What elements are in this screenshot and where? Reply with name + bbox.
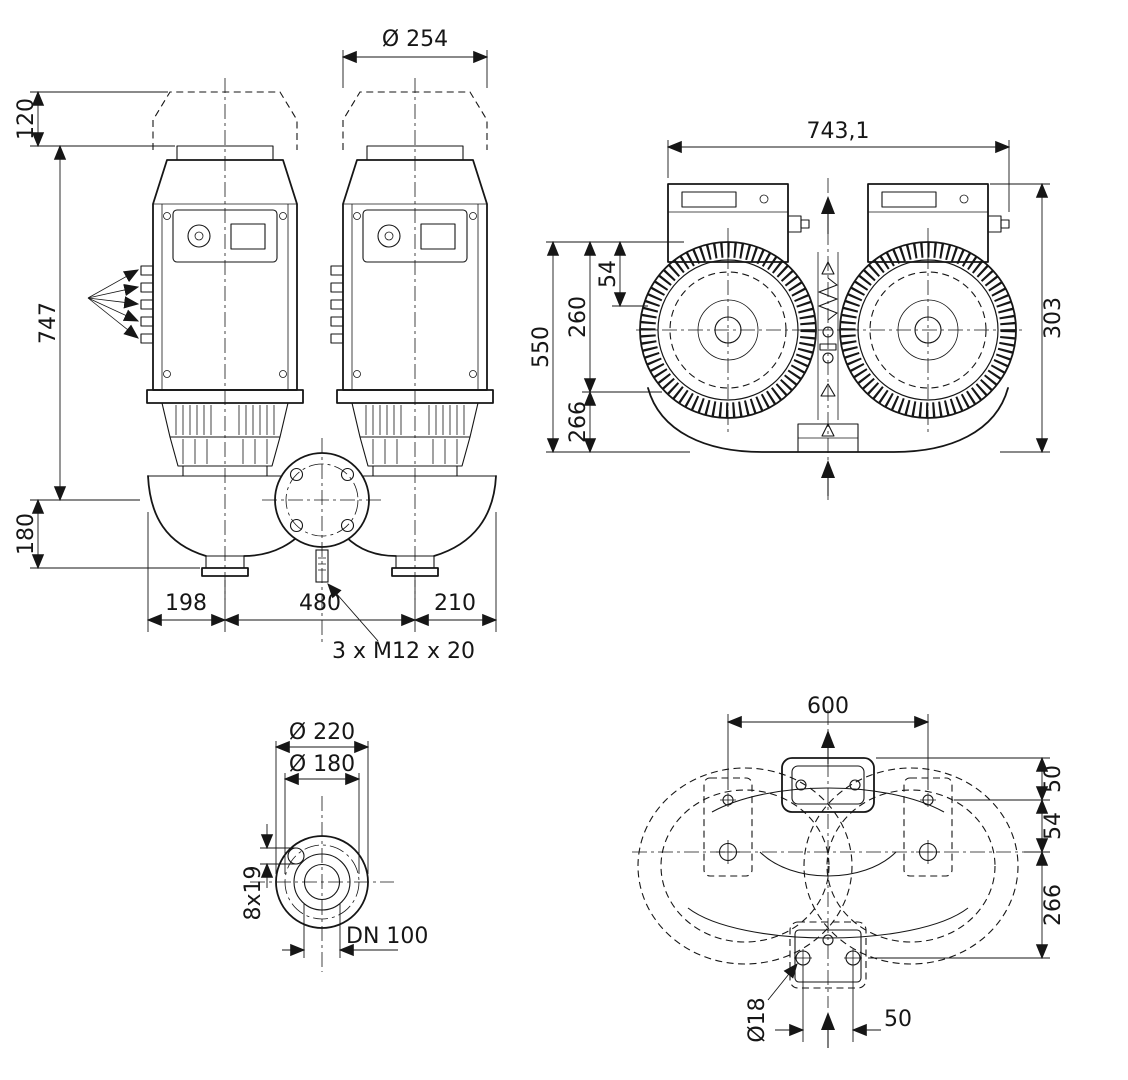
dim-label-210: 210 (434, 591, 476, 616)
dim-label-dia18: Ø18 (745, 997, 770, 1042)
flow-arrows-plan-view (821, 730, 835, 1048)
front-view: Ø 254 120 747 180 198 480 210 (14, 27, 498, 664)
plan-hidden-outline (637, 767, 1019, 965)
dim-label-747: 747 (36, 302, 61, 344)
flange-bolt-hole (287, 847, 305, 865)
dim-label-flange-180: Ø 180 (289, 752, 355, 777)
front-centerlines (224, 78, 416, 645)
dim-label-220: Ø 220 (289, 720, 355, 745)
foot-pad-right (903, 777, 953, 877)
top-view-dimensions: 743,1 303 550 260 266 54 (529, 119, 1066, 454)
dim-label-8x19: 8x19 (241, 865, 266, 920)
dim-label-50-right: 50 (1041, 765, 1066, 793)
cable-glands (140, 265, 344, 344)
dim-label-7431: 743,1 (807, 119, 870, 144)
dim-label-254: Ø 254 (382, 27, 448, 52)
dim-label-600: 600 (807, 694, 849, 719)
dim-label-480: 480 (299, 591, 341, 616)
plan-view: 600 50 54 266 50 Ø18 (632, 694, 1066, 1048)
front-dimensions: Ø 254 120 747 180 198 480 210 (14, 27, 498, 664)
dim-label-54-top: 54 (596, 260, 621, 288)
dim-label-180: 180 (14, 513, 39, 555)
plan-centerlines (632, 710, 1024, 1008)
bolt-note-label: 3 x M12 x 20 (332, 639, 475, 664)
flange-centerlines (250, 796, 394, 972)
changeover-flap-spring (817, 252, 839, 437)
dim-label-dn100: DN 100 (346, 924, 428, 949)
gland-pointer-arrows (87, 269, 140, 339)
top-view-centerlines (636, 178, 1022, 500)
dim-label-198: 198 (165, 591, 207, 616)
flange-view: Ø 220 Ø 180 8x19 DN 100 (241, 720, 428, 972)
dim-label-50-bottom: 50 (884, 1007, 912, 1032)
dim-label-266-top: 266 (566, 401, 591, 443)
dim-label-260: 260 (566, 296, 591, 338)
plan-dimensions: 600 50 54 266 50 Ø18 (726, 694, 1066, 1043)
dim-label-120: 120 (14, 98, 39, 140)
dim-label-550: 550 (529, 326, 554, 368)
front-clearance-outline (152, 91, 488, 150)
dim-label-303: 303 (1041, 297, 1066, 339)
dim-label-266-plan: 266 (1041, 884, 1066, 926)
dim-label-54-plan: 54 (1041, 812, 1066, 840)
flange-dimensions: Ø 220 Ø 180 8x19 DN 100 (241, 720, 428, 958)
plan-casing-edges (687, 787, 969, 939)
top-view: 743,1 303 550 260 266 54 (529, 119, 1066, 500)
foot-pad-left (703, 777, 753, 877)
